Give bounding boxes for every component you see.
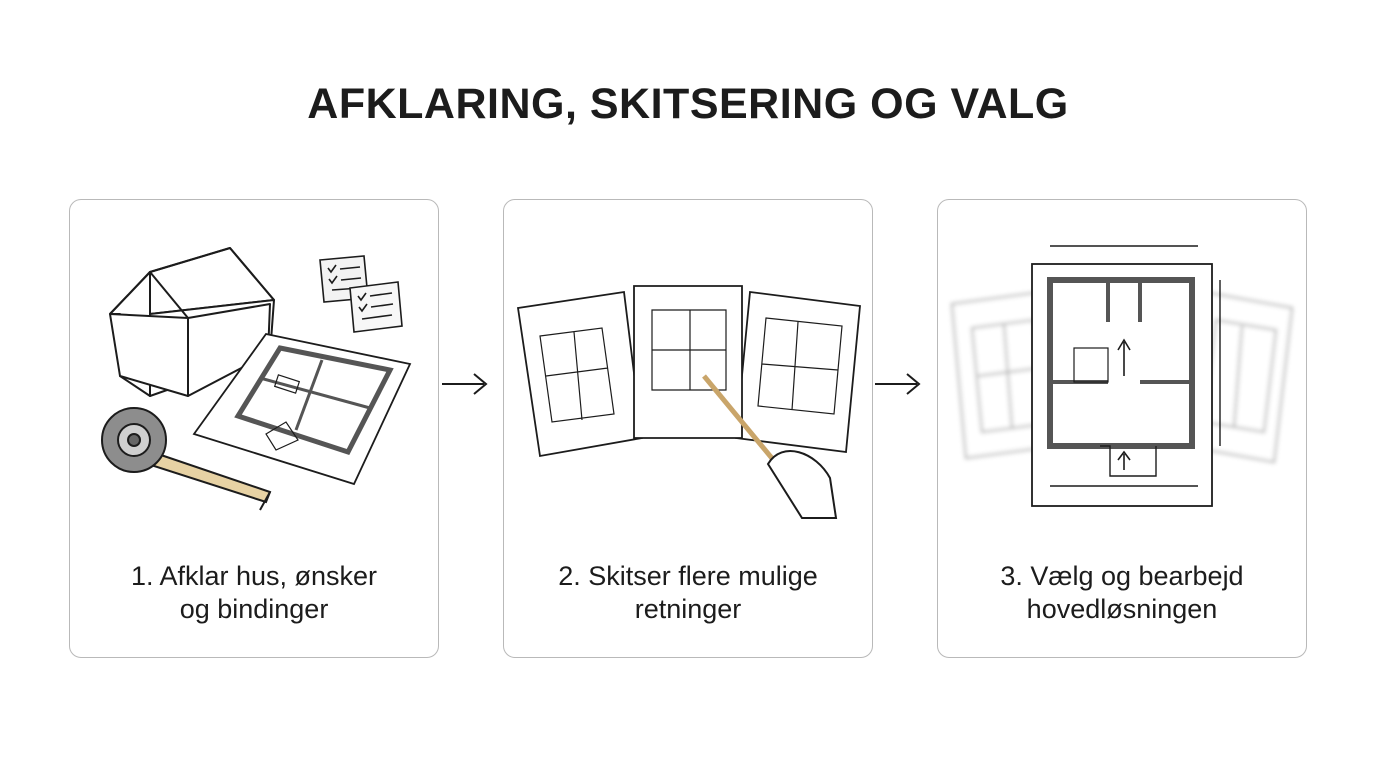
step-3-caption-line-1: 3. Vælg og bearbejd	[1000, 561, 1244, 591]
arrow-right-icon	[875, 373, 921, 395]
arrow-right-icon	[442, 373, 488, 395]
step-2-caption-line-1: 2. Skitser flere mulige	[558, 561, 818, 591]
step-3-illustration	[950, 245, 1294, 507]
step-card-2: 2. Skitser flere mulige retninger	[503, 199, 873, 658]
step-card-1: 1. Afklar hus, ønsker og bindinger	[69, 199, 439, 658]
step-1-caption-line-1: 1. Afklar hus, ønsker	[130, 561, 378, 591]
step-1-illustration	[101, 247, 412, 511]
step-1-caption-line-2: og bindinger	[179, 594, 329, 624]
sketch-sheets-icon	[516, 285, 861, 458]
final-plan-icon	[1031, 245, 1221, 507]
tape-measure-icon	[101, 407, 272, 511]
checklist-icon	[319, 255, 403, 333]
step-card-3: 3. Vælg og bearbejd hovedløsningen	[937, 199, 1307, 658]
step-1-caption: 1. Afklar hus, ønsker og bindinger	[70, 560, 438, 626]
step-2-illustration	[516, 285, 861, 519]
floor-plan-icon	[192, 332, 412, 486]
step-2-caption: 2. Skitser flere mulige retninger	[504, 560, 872, 626]
pencil-hand-icon	[702, 374, 838, 519]
step-3-caption: 3. Vælg og bearbejd hovedløsningen	[938, 560, 1306, 626]
step-2-caption-line-2: retninger	[634, 594, 742, 624]
step-3-caption-line-2: hovedløsningen	[1026, 594, 1218, 624]
page-title: AFKLARING, SKITSERING OG VALG	[307, 80, 1069, 128]
